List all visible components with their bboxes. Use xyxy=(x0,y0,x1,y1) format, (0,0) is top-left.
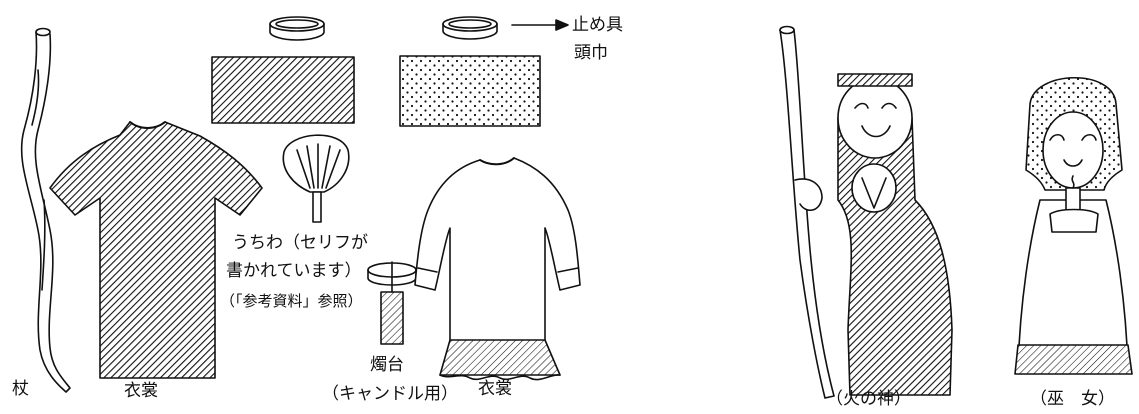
robe-right-illustration xyxy=(414,157,581,381)
label-uchiwa-line3: （「参考資料」参照） xyxy=(220,292,363,310)
label-fire-god: （火の神） xyxy=(826,389,911,409)
shrine-maiden-figure xyxy=(1014,77,1133,375)
label-robe-left: 衣裳 xyxy=(124,381,158,401)
fastener-ring-2 xyxy=(442,16,498,40)
label-robe-right: 衣裳 xyxy=(478,379,512,399)
label-candlestick: 燭台 xyxy=(370,355,404,375)
label-shrine-maiden: （巫 女） xyxy=(1030,389,1115,409)
label-candlestick-note: （キャンドル用） xyxy=(322,384,458,404)
fastener-arrow xyxy=(511,19,569,31)
fastener-ring-1 xyxy=(269,16,325,41)
headscarf-hatched xyxy=(211,56,355,124)
headscarf-dotted xyxy=(399,55,541,127)
fire-god-figure xyxy=(779,25,953,399)
label-headscarf: 頭巾 xyxy=(574,43,608,63)
robe-left-illustration xyxy=(49,121,263,379)
candlestick-illustration xyxy=(367,261,417,345)
uchiwa-fan-illustration xyxy=(282,134,350,223)
label-staff: 杖 xyxy=(12,379,29,399)
label-fastener: 止め具 xyxy=(572,15,623,35)
label-uchiwa-line1: うちわ（セリフが xyxy=(232,233,368,253)
label-uchiwa-line2: 書かれています） xyxy=(226,261,362,281)
staff-illustration xyxy=(20,27,71,393)
